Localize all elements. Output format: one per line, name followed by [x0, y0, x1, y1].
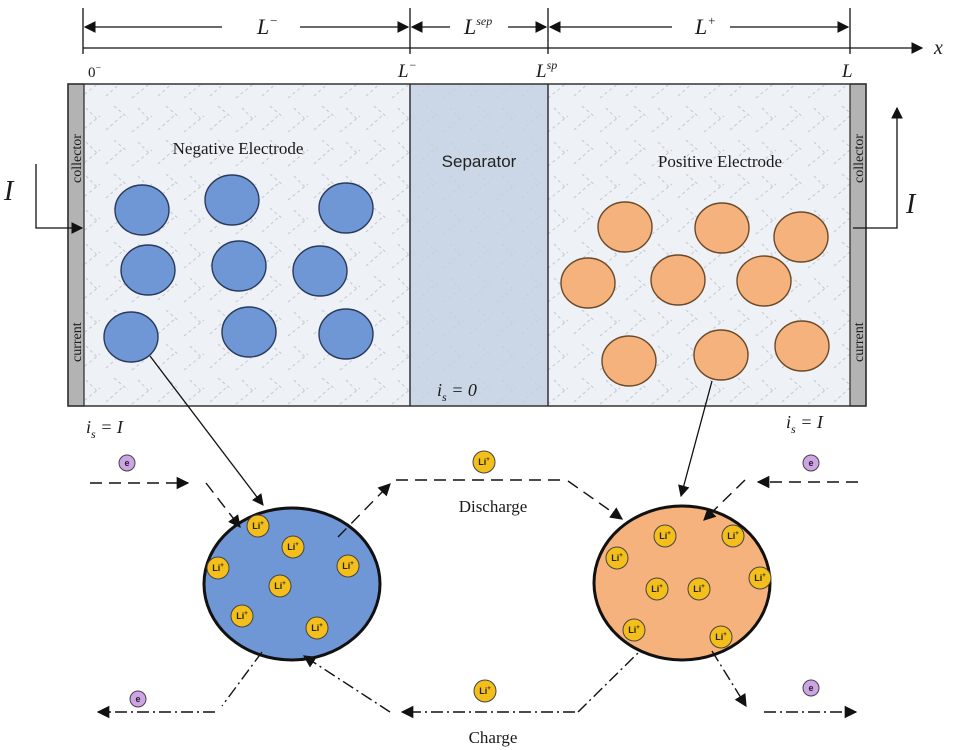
- neg-length-label: L−: [256, 13, 278, 39]
- positive-particle: [693, 329, 749, 381]
- svg-text:e: e: [124, 458, 129, 468]
- electron: e: [802, 679, 820, 697]
- dimension-lines: [82, 8, 924, 54]
- positive-particles: [560, 201, 830, 387]
- negative-particle: [114, 184, 170, 236]
- negative-particles: [103, 174, 374, 363]
- positive-particle: [601, 335, 657, 387]
- lithium-ion: Li+: [268, 574, 292, 598]
- negative-particle: [318, 308, 374, 360]
- positive-particle: [597, 201, 653, 253]
- negative-particle: [204, 174, 260, 226]
- positive-electrode-title: Positive Electrode: [658, 152, 782, 171]
- lithium-ion: Li+: [473, 679, 497, 703]
- left-collector-word-current: current: [70, 322, 85, 362]
- lithium-ion: Li+: [336, 554, 360, 578]
- negative-particle: [120, 244, 176, 296]
- lithium-ion: Li+: [653, 524, 677, 548]
- svg-text:Li+: Li+: [252, 521, 264, 531]
- charge-path: [96, 650, 858, 719]
- left-is-label: is = I: [86, 417, 124, 441]
- tick-end: L: [841, 61, 853, 82]
- positive-particle: [694, 202, 750, 254]
- positive-particle: [773, 211, 829, 263]
- svg-text:Li+: Li+: [754, 573, 766, 583]
- right-collector-word-current: current: [852, 322, 867, 362]
- separator-title: Separator: [442, 152, 517, 171]
- right-collector-word-collector: collector: [852, 134, 867, 183]
- negative-particle: [318, 182, 374, 234]
- electron: e: [802, 454, 820, 472]
- positive-particle: [650, 254, 706, 306]
- svg-text:Li+: Li+: [236, 611, 248, 621]
- svg-text:Li+: Li+: [478, 457, 490, 467]
- discharge-label: Discharge: [459, 497, 528, 516]
- tick-neg-end: L−: [397, 58, 417, 82]
- svg-text:Li+: Li+: [342, 561, 354, 571]
- svg-text:Li+: Li+: [715, 632, 727, 642]
- sep-length-label: Lsep: [463, 14, 492, 39]
- svg-text:Li+: Li+: [693, 584, 705, 594]
- svg-text:e: e: [808, 683, 813, 693]
- lithium-ion: Li+: [645, 577, 669, 601]
- separator-is-label: is = 0: [437, 380, 477, 404]
- left-collector-word-collector: collector: [70, 134, 85, 183]
- current-arrows: [35, 106, 903, 234]
- pos-length-label: L+: [694, 13, 716, 39]
- x-axis-label: x: [933, 37, 943, 59]
- svg-text:e: e: [808, 458, 813, 468]
- electron: e: [129, 690, 147, 708]
- negative-particle: [221, 306, 277, 358]
- zoom-arrows: [149, 355, 713, 506]
- negative-electrode-title: Negative Electrode: [173, 139, 304, 158]
- negative-particle: [211, 240, 267, 292]
- charge-label: Charge: [469, 728, 518, 747]
- negative-particle-enlarged: [202, 506, 382, 662]
- current-in-label: I: [3, 176, 15, 207]
- tick-sep-end: Lsp: [535, 58, 557, 82]
- positive-particle: [560, 257, 616, 309]
- svg-text:Li+: Li+: [311, 623, 323, 633]
- lithium-ion: Li+: [709, 625, 733, 649]
- svg-text:Li+: Li+: [479, 686, 491, 696]
- right-is-label: is = I: [786, 412, 824, 436]
- lithium-ion: Li+: [687, 577, 711, 601]
- lithium-ion: Li+: [305, 616, 329, 640]
- svg-text:Li+: Li+: [727, 531, 739, 541]
- lithium-ion: Li+: [605, 546, 629, 570]
- tick-origin: 0−: [88, 63, 102, 81]
- svg-text:Li+: Li+: [628, 625, 640, 635]
- svg-text:e: e: [135, 694, 140, 704]
- lithium-ion: Li+: [281, 535, 305, 559]
- current-out-label: I: [905, 189, 917, 220]
- negative-particle: [103, 311, 159, 363]
- positive-particle: [736, 255, 792, 307]
- electron: e: [118, 454, 136, 472]
- negative-particle: [292, 245, 348, 297]
- svg-text:Li+: Li+: [659, 531, 671, 541]
- lithium-ion: Li+: [230, 604, 254, 628]
- positive-particle-enlarged: [592, 504, 772, 662]
- lithium-ion: Li+: [622, 618, 646, 642]
- discharge-path: [90, 475, 858, 538]
- lithium-ion: Li+: [748, 566, 772, 590]
- svg-text:Li+: Li+: [212, 563, 224, 573]
- lithium-ion: Li+: [206, 556, 230, 580]
- svg-text:Li+: Li+: [611, 553, 623, 563]
- lithium-ion: Li+: [246, 514, 270, 538]
- svg-text:Li+: Li+: [651, 584, 663, 594]
- lithium-ion: Li+: [472, 450, 496, 474]
- lithium-ion: Li+: [721, 524, 745, 548]
- positive-particle: [774, 320, 830, 372]
- svg-text:Li+: Li+: [287, 542, 299, 552]
- svg-text:Li+: Li+: [274, 581, 286, 591]
